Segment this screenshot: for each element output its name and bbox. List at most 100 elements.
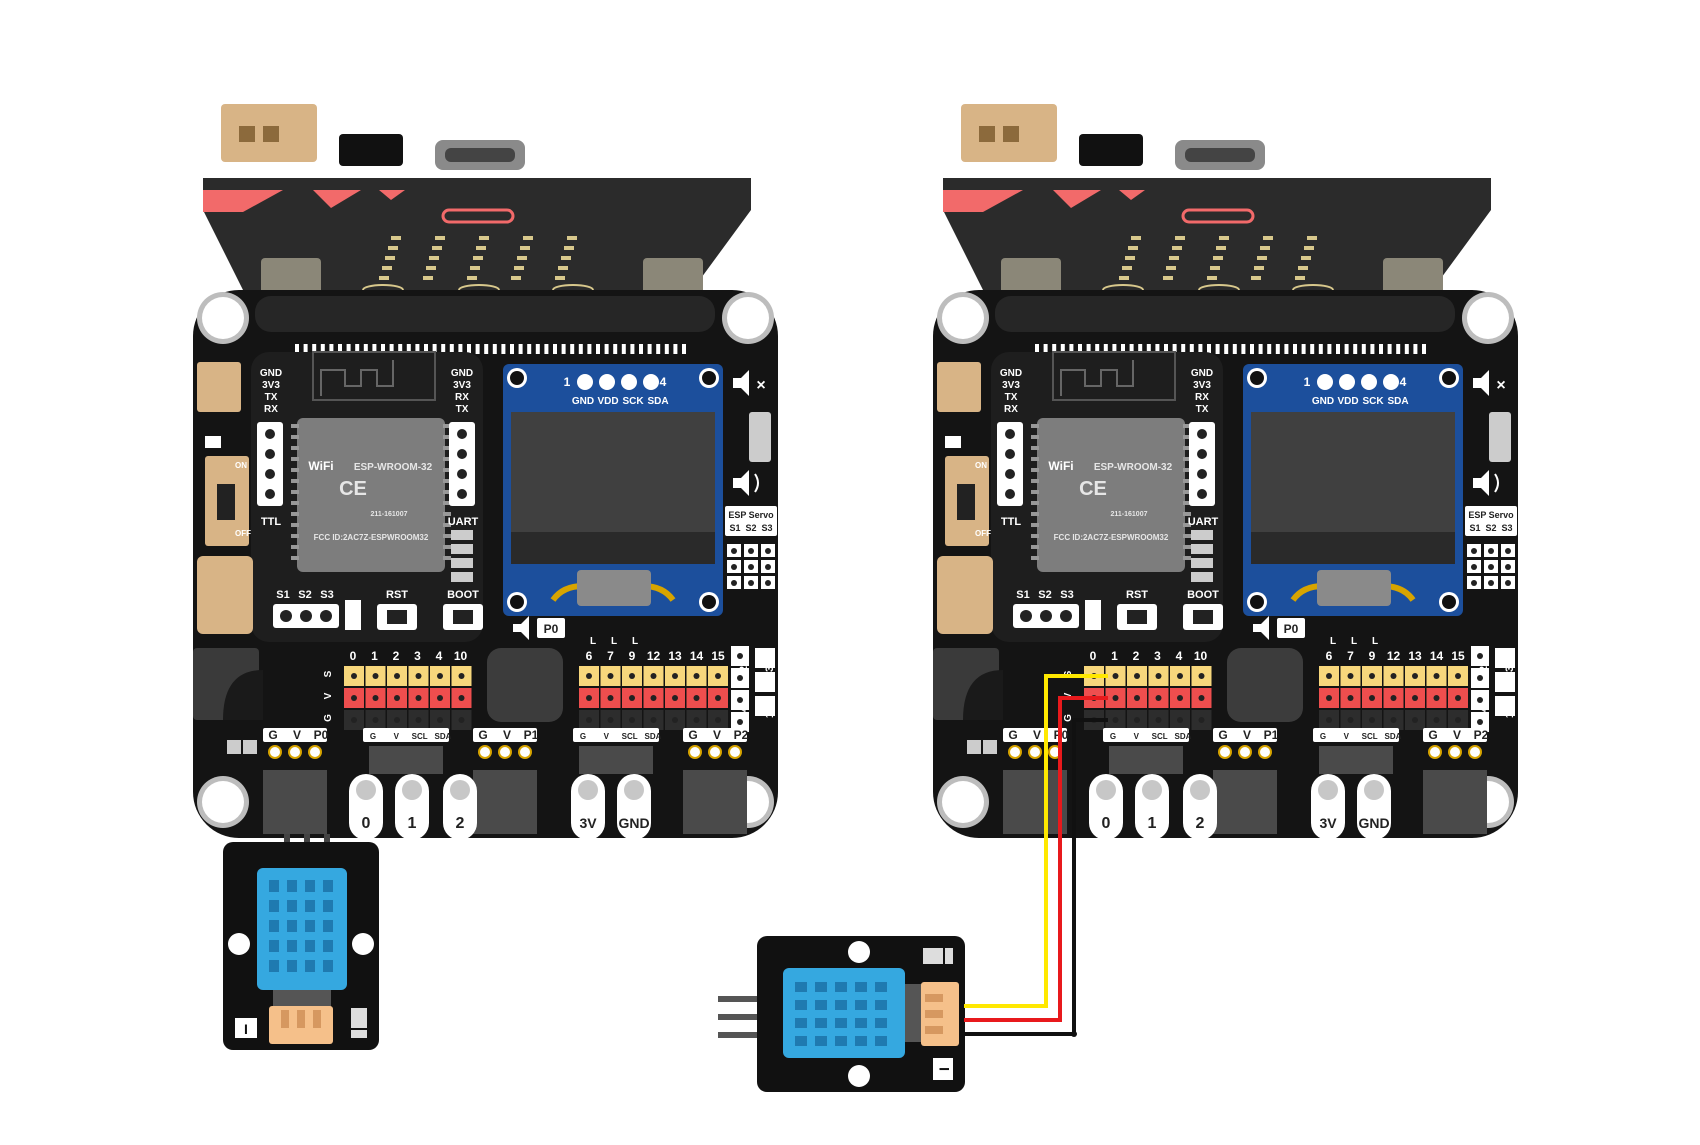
pin-hole <box>586 695 592 701</box>
servo-pin <box>1488 580 1494 586</box>
pin-number: 7 <box>1347 649 1354 663</box>
rst-button-cap <box>1127 610 1147 624</box>
led-matrix-dot <box>473 256 483 260</box>
port-connector <box>473 770 537 834</box>
led-matrix-dot <box>388 246 398 250</box>
pin-hole <box>394 695 400 701</box>
row-label: G <box>1063 714 1074 722</box>
pin-number: 2 <box>1133 649 1140 663</box>
pin-hole <box>394 673 400 679</box>
edge-pin-label: 1 <box>408 815 417 832</box>
pin-hole <box>693 717 700 723</box>
oled-pin-last: 4 <box>1400 375 1407 389</box>
boot-button-cap <box>1193 610 1213 624</box>
oled-pin-label: SCK <box>1362 396 1384 407</box>
side-pin <box>1477 697 1483 703</box>
edge-tick <box>1232 344 1237 354</box>
led-matrix-dot <box>429 256 439 260</box>
edge-tick <box>1241 344 1246 354</box>
pin-hole <box>415 717 422 723</box>
side-pin-cell <box>755 648 775 668</box>
edge-tick <box>621 344 626 354</box>
edge-tick <box>363 344 368 354</box>
speaker-icon <box>1473 470 1489 496</box>
edge-tick <box>1155 344 1160 354</box>
wire-power <box>964 696 1108 1022</box>
dht11-vent <box>269 900 279 912</box>
port-connector <box>1213 770 1277 834</box>
port-pin <box>1428 745 1442 759</box>
boot-label: BOOT <box>447 589 479 601</box>
module-pin <box>1183 457 1191 461</box>
microbit-accent <box>379 190 405 200</box>
module-pin <box>1031 556 1039 560</box>
uart-resistor <box>1191 572 1213 582</box>
module-pin <box>443 457 451 461</box>
dht11-vent <box>287 940 297 952</box>
led-matrix-dot <box>523 236 533 240</box>
pin-hole <box>586 717 592 723</box>
dip-knob <box>280 610 292 622</box>
module-pin <box>1183 479 1191 483</box>
uart-resistor <box>1191 558 1213 568</box>
module-pin <box>291 501 299 505</box>
dht11-vent <box>795 1000 807 1010</box>
microbit-slot <box>255 296 715 332</box>
antenna-trace <box>1060 360 1134 396</box>
led-matrix-dot <box>517 256 527 260</box>
dip-knob <box>1060 610 1072 622</box>
edge-tick <box>544 344 549 354</box>
dht11-vent <box>835 1000 847 1010</box>
module-pin <box>1031 501 1039 505</box>
port-pin-label: V <box>394 732 400 741</box>
edge-tick <box>1387 344 1392 354</box>
pin-number: 0 <box>1090 649 1097 663</box>
servo-pin <box>748 564 754 570</box>
pin-hole <box>1134 673 1140 679</box>
led-matrix-dot <box>423 276 433 280</box>
sensor-body-group: I <box>757 936 965 1092</box>
module-pin <box>291 512 299 516</box>
edge-tick <box>1103 344 1108 354</box>
servo-pin <box>731 580 737 586</box>
pin-number: 1 <box>371 649 378 663</box>
mounting-hole-inner <box>942 297 984 339</box>
dht11-vent <box>855 982 867 992</box>
row-label: G <box>323 714 334 722</box>
port-pin-label: G <box>1218 728 1227 742</box>
speaker-wave-icon <box>754 473 759 493</box>
oled-ribbon-block <box>1317 570 1391 606</box>
port-pin-label: V <box>604 732 610 741</box>
usb-port-slot <box>1185 148 1255 162</box>
sensor-lead <box>718 996 778 1002</box>
module-pin <box>291 523 299 527</box>
side-pin <box>737 675 743 681</box>
i2c-connector <box>369 746 443 774</box>
header-pin <box>1005 449 1015 459</box>
module-pin <box>291 424 299 428</box>
port-pin-label: SCL <box>412 732 428 741</box>
port-pin-label: SCL <box>1362 732 1378 741</box>
module-pin <box>1183 501 1191 505</box>
edge-tick <box>1129 344 1134 354</box>
microbit-accent <box>1119 190 1145 200</box>
dht11-vent <box>835 1036 847 1046</box>
led-matrix-dot <box>1219 236 1229 240</box>
mounting-hole-inner <box>727 297 769 339</box>
oled-pin-first: 1 <box>1304 375 1311 389</box>
led-matrix-dot <box>1122 266 1132 270</box>
ttl-pin-label: GND <box>1000 368 1022 379</box>
rst-button-cap <box>387 610 407 624</box>
sensor-hole <box>228 933 250 955</box>
edge-tick <box>578 344 583 354</box>
side-pin-cell <box>1495 672 1515 692</box>
port-pin-label: G <box>1320 732 1326 741</box>
uart-pin-label: 3V3 <box>453 380 471 391</box>
oled-hole-inner <box>702 371 716 385</box>
servo-pin <box>731 564 737 570</box>
led-marker: L <box>611 636 617 647</box>
port-pin <box>308 745 322 759</box>
edge-tick <box>553 344 557 354</box>
ce-mark: CE <box>1079 478 1107 500</box>
edge-tick <box>570 344 575 354</box>
